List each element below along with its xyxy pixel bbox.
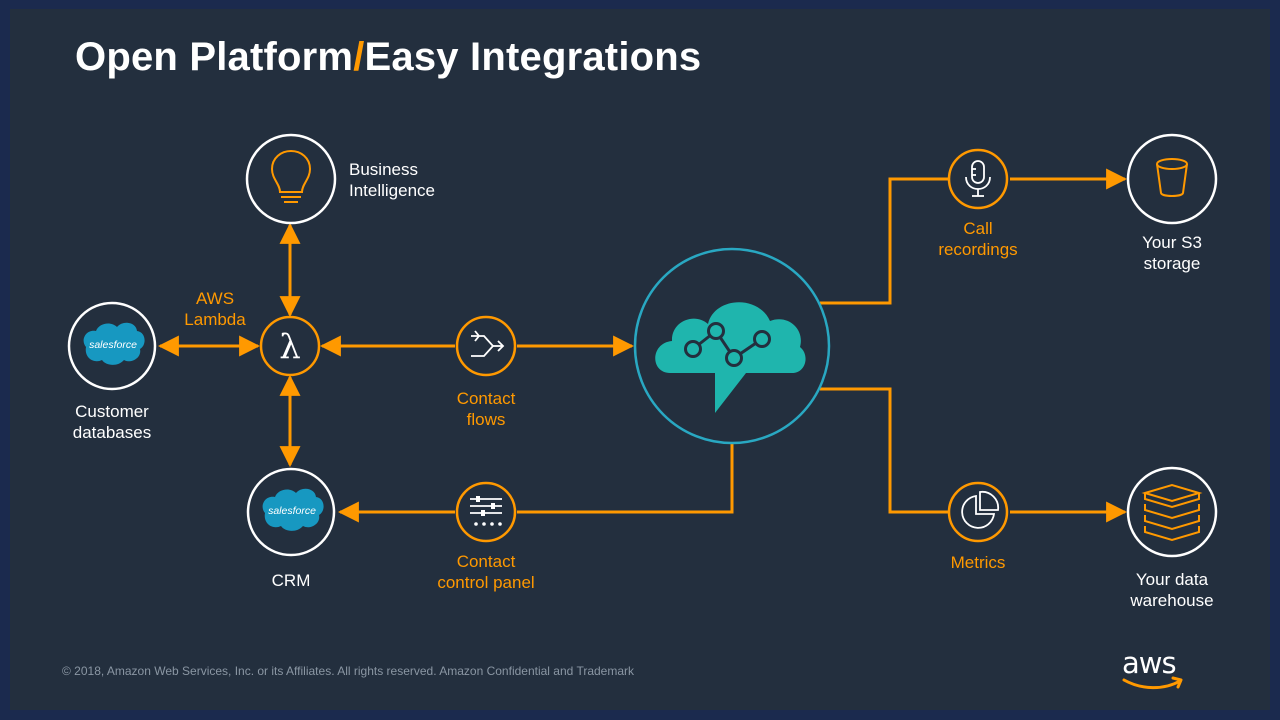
label-contact-flows: Contact flows (426, 388, 546, 430)
lambda-icon: λ (279, 327, 301, 367)
node-call-recordings (947, 148, 1009, 210)
label-line: Call (963, 219, 993, 238)
copyright-footer: © 2018, Amazon Web Services, Inc. or its… (62, 664, 635, 678)
label-line: Contact (456, 552, 516, 571)
slide: Open Platform/Easy Integrations (10, 9, 1270, 710)
title-separator: / (353, 35, 365, 79)
label-metrics: Metrics (928, 552, 1028, 573)
label-contact-control-panel: Contact control panel (419, 551, 553, 593)
label-line: Customer (75, 402, 149, 421)
node-s3-storage (1126, 133, 1218, 225)
svg-text:salesforce: salesforce (268, 505, 316, 517)
label-line: Business (349, 160, 418, 179)
title-part-2: Easy Integrations (364, 35, 702, 79)
connector-connect-recordings (820, 177, 948, 305)
label-line: Contact (456, 389, 516, 408)
node-contact-control-panel (455, 481, 517, 543)
salesforce-icon: salesforce (83, 322, 145, 365)
label-business-intelligence: Business Intelligence (349, 159, 435, 201)
node-business-intelligence (245, 133, 337, 225)
label-aws-lambda: AWS Lambda (170, 288, 260, 330)
label-line: CRM (271, 571, 311, 590)
label-crm: CRM (251, 570, 331, 591)
label-line: recordings (938, 240, 1018, 259)
label-line: Intelligence (349, 181, 436, 200)
label-s3-storage: Your S3 storage (1122, 232, 1222, 274)
flow-merge-icon (471, 330, 505, 357)
node-contact-flows (455, 315, 517, 377)
label-line: AWS (195, 289, 235, 308)
connect-cloud-icon (655, 302, 806, 413)
stacked-layers-icon (1141, 483, 1203, 542)
salesforce-icon: salesforce (262, 488, 324, 531)
connector-connect-metrics (820, 387, 948, 514)
label-customer-databases: Customer databases (57, 401, 167, 443)
title-part-1: Open Platform (75, 35, 354, 79)
connector-connect-controlpanel (517, 444, 734, 514)
pie-chart-icon (961, 490, 1000, 529)
node-amazon-connect (633, 247, 831, 445)
bucket-icon (1156, 158, 1188, 197)
label-line: flows (466, 410, 506, 429)
microphone-icon (965, 160, 991, 197)
label-data-warehouse: Your data warehouse (1117, 569, 1227, 611)
label-line: databases (72, 423, 152, 442)
label-line: storage (1143, 254, 1201, 273)
connectors (157, 168, 1128, 523)
label-line: Your S3 (1142, 233, 1202, 252)
node-metrics (947, 481, 1009, 543)
node-customer-databases: salesforce (67, 301, 157, 391)
aws-smile-icon (1122, 676, 1183, 690)
integration-diagram: λ salesforce salesforce (67, 133, 1218, 558)
label-line: Your data (1135, 570, 1209, 589)
label-line: Metrics (950, 553, 1006, 572)
label-line: warehouse (1130, 591, 1214, 610)
node-data-warehouse (1126, 466, 1218, 558)
svg-text:salesforce: salesforce (89, 339, 137, 351)
aws-logo: aws (1118, 646, 1188, 692)
lightbulb-icon (270, 149, 312, 203)
node-crm: salesforce (246, 467, 336, 557)
node-aws-lambda: λ (259, 315, 321, 377)
page-title: Open Platform/Easy Integrations (75, 35, 701, 80)
label-line: control panel (437, 573, 535, 592)
label-call-recordings: Call recordings (923, 218, 1033, 260)
label-line: Lambda (184, 310, 246, 329)
control-panel-icon (470, 496, 502, 526)
aws-logo-text: aws (1122, 646, 1177, 680)
